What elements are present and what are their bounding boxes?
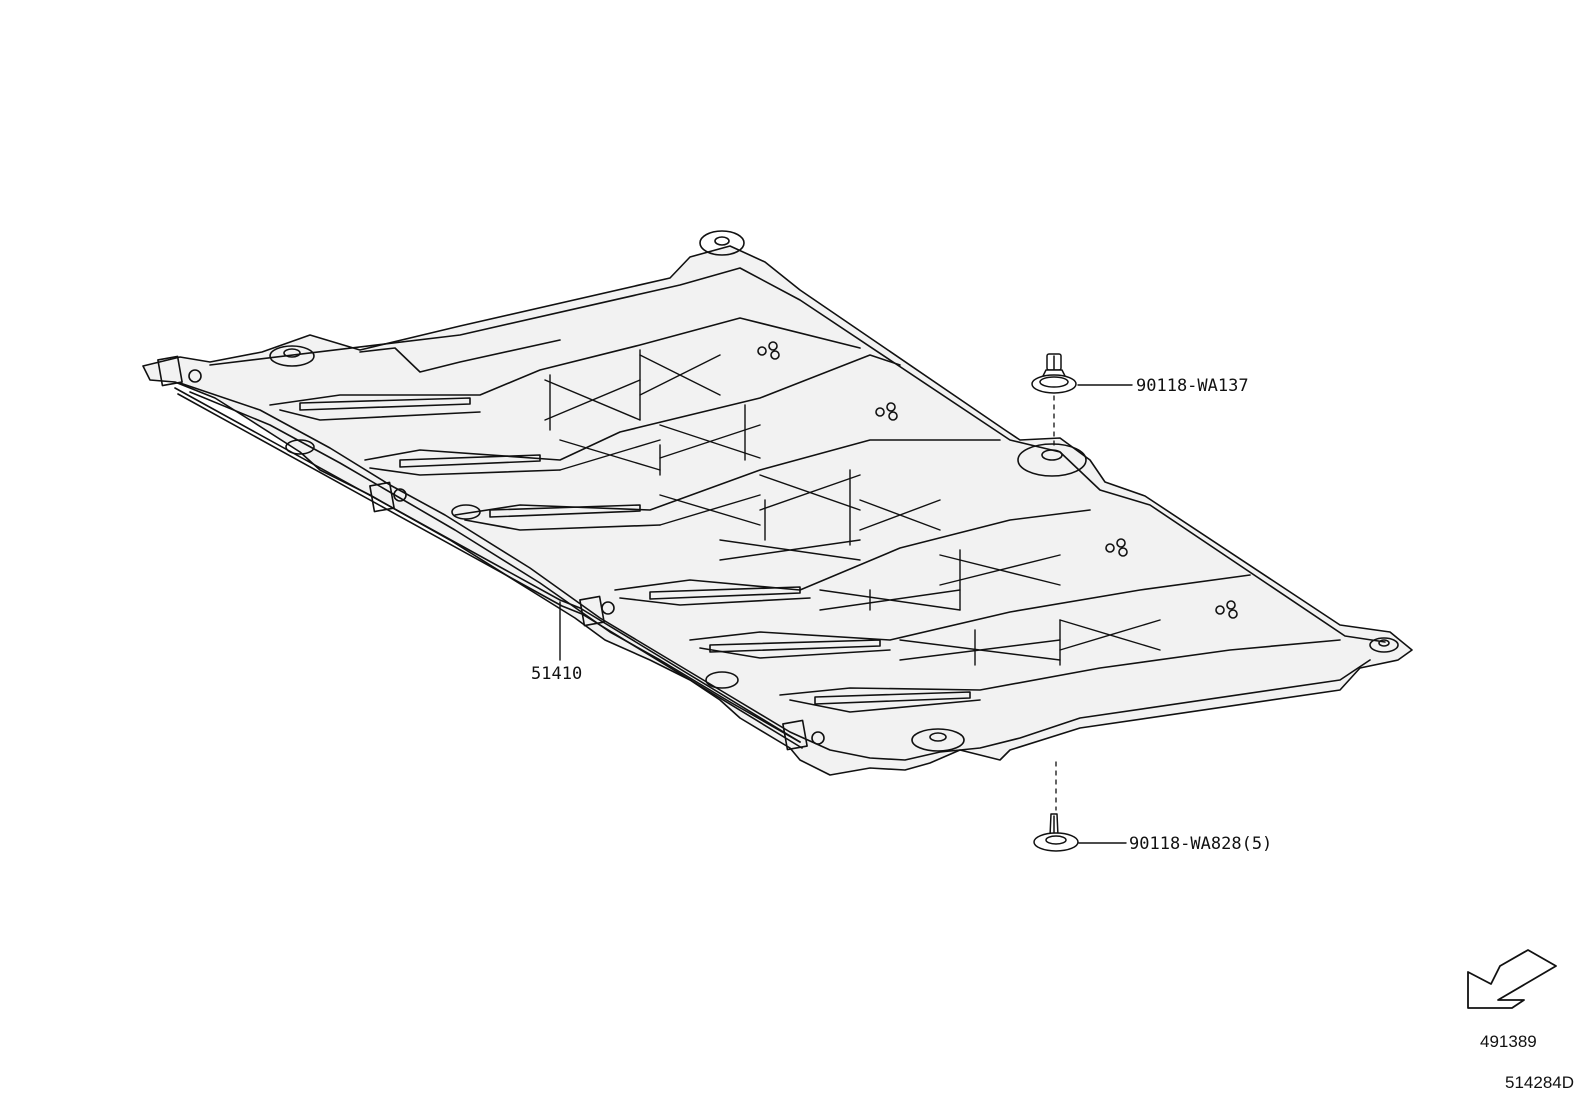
view-code: 491389 — [1480, 1032, 1537, 1051]
callout-90118-WA828: 90118-WA828(5) — [1055, 761, 1272, 854]
figure-code: 514284D — [1505, 1073, 1574, 1092]
vent-holes — [757, 341, 1238, 619]
lattice-bracing — [544, 349, 1161, 666]
edge-clip-tabs — [157, 355, 825, 751]
callout-90118-WA137: 90118-WA137 — [1053, 376, 1249, 451]
screw-clip-icon[interactable] — [1033, 813, 1079, 852]
push-clip-icon[interactable] — [1031, 353, 1077, 394]
front-direction-arrow-icon — [1467, 949, 1557, 1009]
under-cover-panel[interactable] — [142, 230, 1413, 776]
callout-label-51410: 51410 — [531, 664, 582, 684]
callout-label-90118-WA137: 90118-WA137 — [1136, 376, 1249, 396]
callout-51410: 51410 — [531, 601, 582, 684]
callout-label-90118-WA828: 90118-WA828(5) — [1129, 834, 1272, 854]
